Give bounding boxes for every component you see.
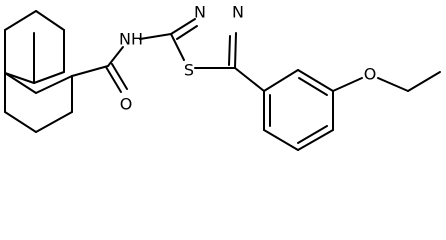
bond bbox=[298, 77, 328, 96]
bond bbox=[176, 25, 198, 40]
atom-labels: NH O N N S O bbox=[119, 3, 376, 114]
bond bbox=[35, 111, 73, 133]
carbonyl-oxygen-label: O bbox=[120, 95, 133, 114]
bond bbox=[234, 67, 265, 92]
bond bbox=[407, 71, 441, 92]
ether-oxygen-label: O bbox=[364, 65, 377, 84]
bond bbox=[297, 125, 328, 144]
ring-nitrogen-1-label: N bbox=[194, 3, 206, 22]
bond bbox=[111, 63, 128, 90]
structure-canvas: NH O N N S O bbox=[4, 3, 441, 151]
bond bbox=[107, 46, 124, 67]
bond bbox=[105, 66, 122, 93]
bond bbox=[4, 72, 37, 94]
bond bbox=[234, 32, 237, 69]
bond bbox=[35, 75, 73, 94]
bonds bbox=[4, 10, 441, 151]
bond bbox=[170, 33, 185, 61]
ring-nitrogen-2-label: N bbox=[232, 3, 244, 22]
bond bbox=[35, 10, 65, 31]
bond bbox=[377, 77, 409, 92]
bond bbox=[297, 69, 334, 92]
bond bbox=[263, 69, 299, 92]
ring-sulfur-label: S bbox=[184, 61, 194, 80]
nh-label: NH bbox=[119, 30, 143, 49]
bond bbox=[33, 71, 65, 84]
bond bbox=[228, 35, 231, 66]
bond bbox=[139, 33, 172, 40]
bond bbox=[4, 72, 35, 84]
molecule-diagram: NH O N N S O bbox=[4, 3, 441, 151]
bond bbox=[4, 111, 37, 133]
bond bbox=[170, 18, 196, 35]
bond bbox=[71, 65, 109, 77]
bond bbox=[4, 10, 37, 31]
bond bbox=[297, 129, 334, 151]
bond bbox=[332, 77, 363, 92]
bond bbox=[263, 129, 299, 151]
